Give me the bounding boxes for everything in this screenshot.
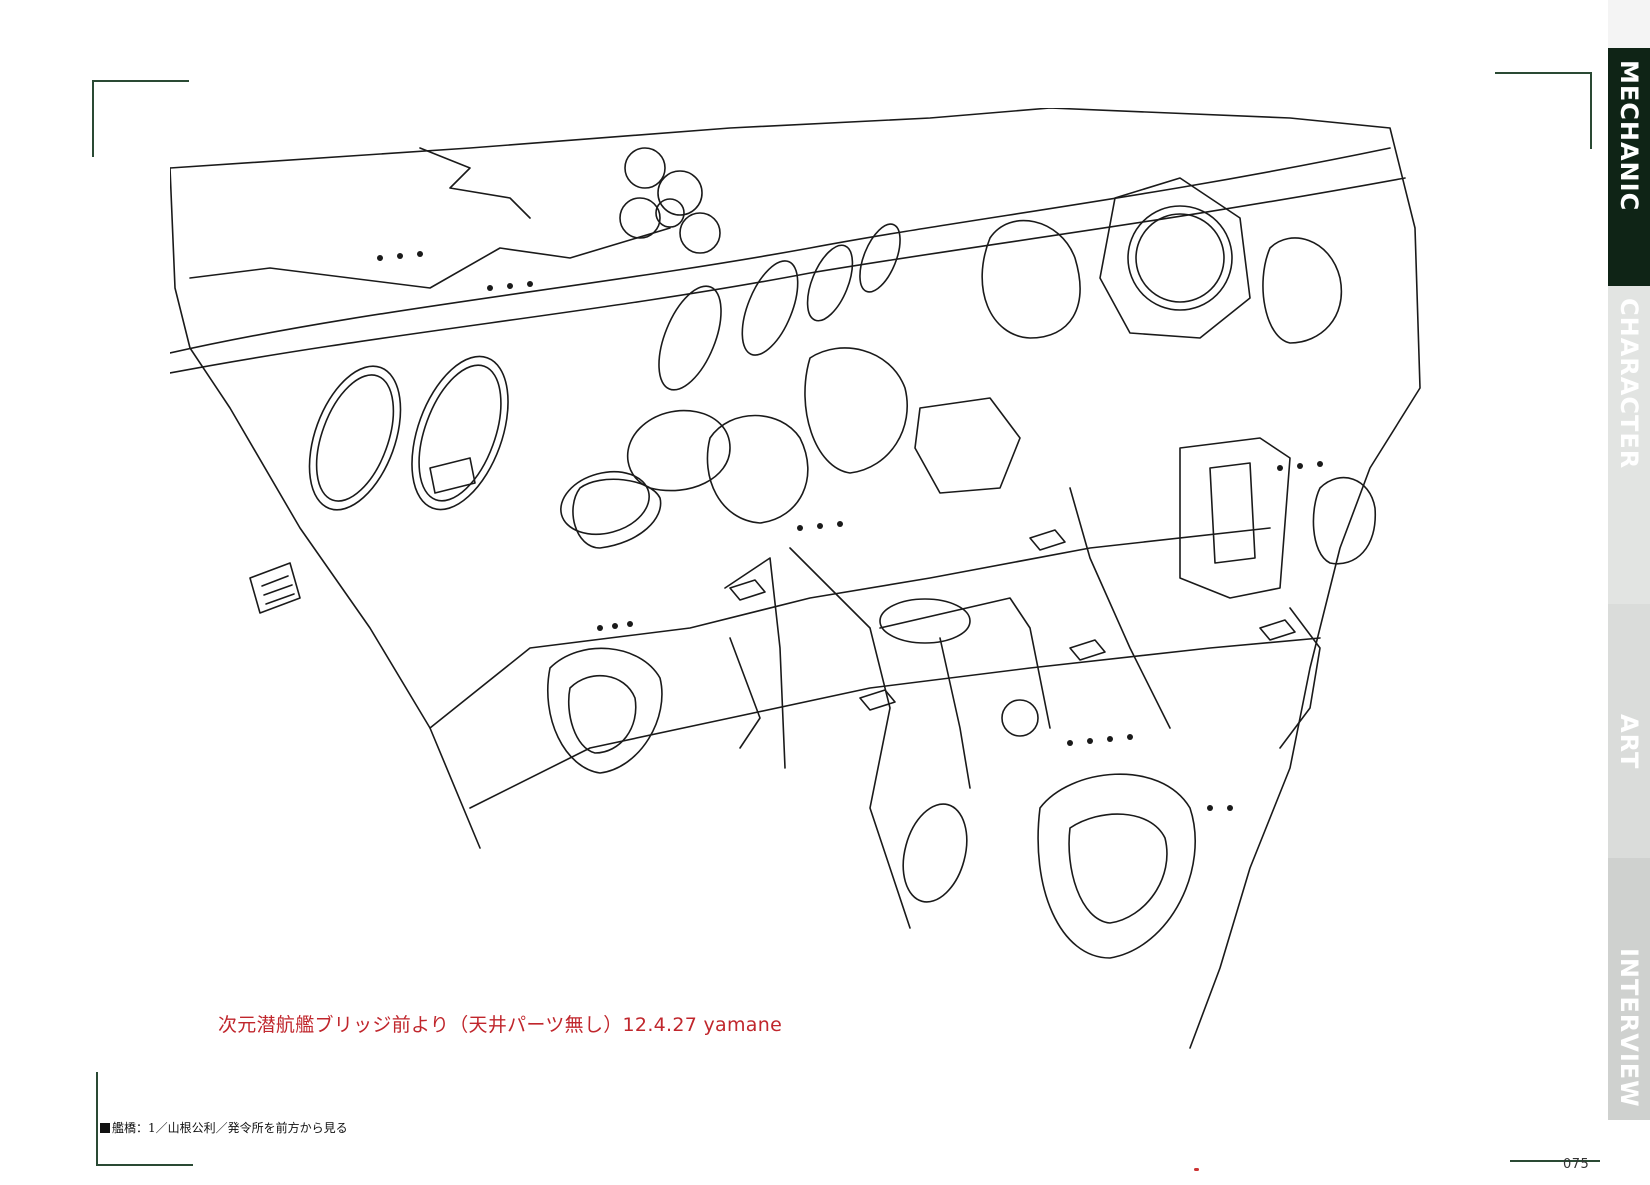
red-speck [1194, 1168, 1199, 1171]
page-number: 075 [1563, 1157, 1590, 1172]
tab-art[interactable]: ART [1608, 604, 1650, 858]
crop-mark-top-left [92, 80, 189, 157]
tab-mechanic[interactable]: MECHANIC [1608, 48, 1650, 286]
tab-art-label: ART [1615, 714, 1643, 770]
tab-top-blank [1608, 0, 1650, 48]
figure-caption-text: 艦橋：1／山根公利／発令所を前方から見る [112, 1121, 348, 1135]
tab-interview[interactable]: INTERVIEW [1608, 858, 1650, 1120]
tab-character[interactable]: CHARACTER [1608, 286, 1650, 604]
red-annotation-caption: 次元潜航艦ブリッジ前より（天井パーツ無し）12.4.27 yamane [218, 1014, 783, 1036]
figure-caption: 艦橋：1／山根公利／発令所を前方から見る [100, 1119, 348, 1136]
section-tabs: MECHANIC CHARACTER ART INTERVIEW [1608, 0, 1650, 1185]
tab-interview-label: INTERVIEW [1615, 948, 1643, 1108]
caption-bullet-icon [100, 1123, 110, 1133]
tab-mechanic-label: MECHANIC [1615, 60, 1643, 212]
bridge-line-art-illustration [170, 108, 1421, 1049]
crop-mark-bottom-right [1510, 1160, 1600, 1163]
tab-character-label: CHARACTER [1615, 298, 1643, 470]
crop-mark-bottom-left [96, 1072, 193, 1166]
crop-mark-top-right [1495, 72, 1592, 149]
